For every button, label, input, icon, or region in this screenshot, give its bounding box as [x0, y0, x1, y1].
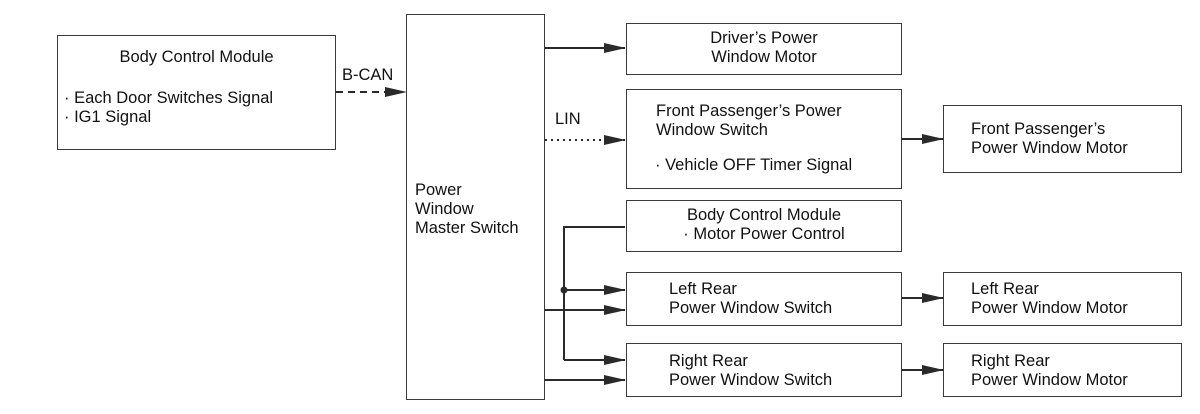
lin-label: LIN: [555, 110, 581, 128]
motor-power-line: [563, 226, 625, 360]
left-rear-switch-label: Left Rear Power Window Switch: [669, 280, 833, 317]
master-switch-label: Power Window Master Switch: [415, 181, 519, 237]
front-pass-switch-signal: · Vehicle OFF Timer Signal: [655, 156, 853, 174]
right-rear-switch-box: Right Rear Power Window Switch: [626, 343, 902, 397]
bcm-motor-power-signal: · Motor Power Control: [683, 225, 845, 243]
bcm-main-box: Body Control Module · Each Door Switches…: [57, 35, 336, 150]
bcm-motor-power-box: Body Control Module · Motor Power Contro…: [626, 200, 902, 252]
driver-motor-label: Driver’s Power Window Motor: [710, 29, 818, 66]
bcm-motor-power-title: Body Control Module: [686, 206, 842, 224]
bcm-main-signal-1: · Each Door Switches Signal: [64, 89, 274, 107]
master-switch-box: Power Window Master Switch: [406, 14, 545, 400]
bcan-label: B-CAN: [342, 66, 394, 84]
bcm-main-signal-2: · IG1 Signal: [64, 108, 152, 126]
left-rear-switch-box: Left Rear Power Window Switch: [626, 272, 902, 326]
junction-dot: [560, 286, 568, 294]
front-pass-motor-label: Front Passenger’s Power Window Motor: [971, 120, 1128, 157]
right-rear-motor-label: Right Rear Power Window Motor: [971, 352, 1128, 389]
front-pass-switch-label: Front Passenger’s Power Window Switch: [656, 102, 842, 139]
front-pass-switch-box: Front Passenger’s Power Window Switch · …: [626, 89, 902, 189]
right-rear-motor-box: Right Rear Power Window Motor: [943, 343, 1182, 397]
left-rear-motor-box: Left Rear Power Window Motor: [943, 272, 1182, 326]
front-pass-motor-box: Front Passenger’s Power Window Motor: [943, 105, 1182, 173]
bcm-main-title: Body Control Module: [119, 48, 274, 66]
right-rear-switch-label: Right Rear Power Window Switch: [669, 352, 833, 389]
left-rear-motor-label: Left Rear Power Window Motor: [971, 280, 1128, 317]
driver-motor-box: Driver’s Power Window Motor: [626, 23, 902, 75]
